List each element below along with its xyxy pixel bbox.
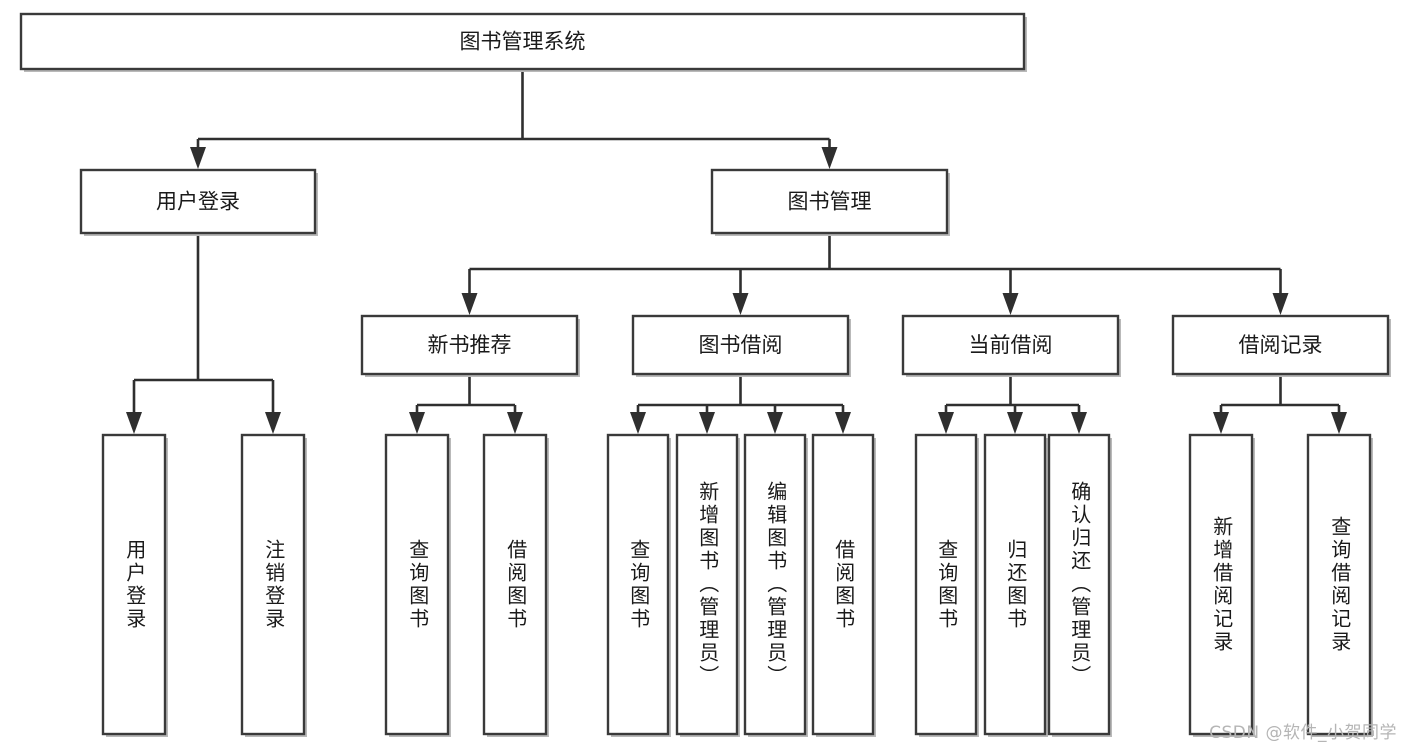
arrow-head-icon [461, 293, 478, 315]
arrow-head-icon [1007, 412, 1023, 434]
node-leaf-5[interactable] [675, 433, 740, 737]
node-level2-1[interactable] [631, 314, 851, 377]
node-level2-0[interactable] [360, 314, 580, 377]
node-box-layer [19, 12, 1391, 737]
node-level2-2[interactable] [901, 314, 1121, 377]
arrow-head-icon [1002, 293, 1019, 315]
connector-layer [126, 69, 1347, 434]
node-leaf-3[interactable] [482, 433, 549, 737]
node-level2-1-label: 图书借阅 [699, 333, 783, 357]
arrow-head-icon [409, 412, 425, 434]
arrow-head-icon [821, 147, 838, 169]
node-leaf-12[interactable] [1306, 433, 1373, 737]
node-level1-0-label: 用户登录 [156, 190, 240, 214]
node-leaf-4[interactable] [606, 433, 671, 737]
node-leaf-8[interactable] [914, 433, 979, 737]
arrow-head-icon [1272, 293, 1289, 315]
node-root-system[interactable] [19, 12, 1027, 72]
arrow-head-icon [732, 293, 749, 315]
arrow-head-icon [835, 412, 851, 434]
arrow-head-icon [507, 412, 523, 434]
node-leaf-0[interactable] [101, 433, 168, 737]
arrow-head-icon [126, 412, 142, 434]
arrow-head-icon [1071, 412, 1087, 434]
node-root-system-label: 图书管理系统 [460, 30, 586, 54]
arrow-head-icon [265, 412, 281, 434]
arrow-head-icon [938, 412, 954, 434]
node-level2-3-label: 借阅记录 [1239, 333, 1323, 357]
node-leaf-7[interactable] [811, 433, 876, 737]
arrow-head-icon [1213, 412, 1229, 434]
node-leaf-6[interactable] [743, 433, 808, 737]
node-leaf-11[interactable] [1188, 433, 1255, 737]
csdn-watermark: CSDN @软件_小贺同学 [1209, 723, 1397, 743]
node-level1-1[interactable] [710, 168, 950, 236]
arrow-head-icon [630, 412, 646, 434]
node-leaf-1[interactable] [240, 433, 307, 737]
node-level2-2-label: 当前借阅 [969, 333, 1053, 357]
arrow-head-icon [699, 412, 715, 434]
arrow-head-icon [190, 147, 206, 169]
node-leaf-9[interactable] [983, 433, 1048, 737]
node-level2-0-label: 新书推荐 [428, 333, 512, 357]
arrow-head-icon [1331, 412, 1347, 434]
node-leaf-10[interactable] [1047, 433, 1112, 737]
node-level1-1-label: 图书管理 [788, 190, 872, 214]
arrow-head-icon [767, 412, 783, 434]
node-leaf-2[interactable] [384, 433, 451, 737]
node-level1-0[interactable] [79, 168, 318, 236]
node-level2-3[interactable] [1171, 314, 1391, 377]
